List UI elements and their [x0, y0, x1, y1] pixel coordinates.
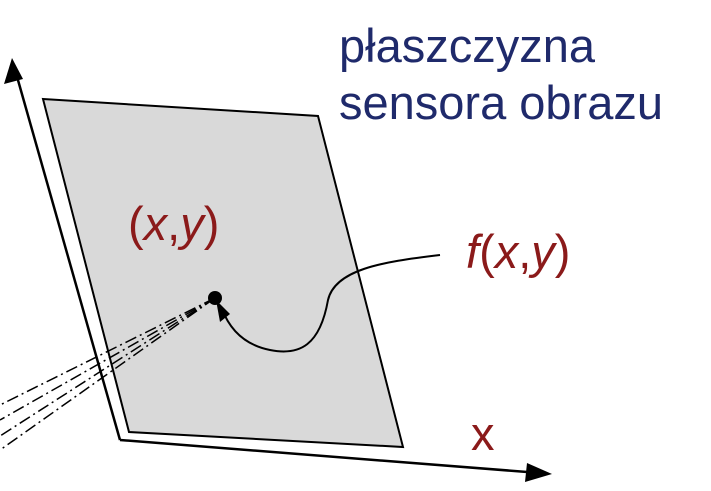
point-close-paren: ) [203, 197, 220, 250]
point-y: y [180, 197, 204, 250]
function-comma: , [518, 225, 532, 278]
point-coordinates-label: (x,y) [128, 200, 219, 247]
function-close-paren: ) [554, 225, 571, 278]
function-x: x [494, 225, 519, 278]
point-open-paren: ( [128, 197, 144, 250]
sensor-plane-title-line-2: sensora obrazu [339, 76, 663, 129]
horizontal-axis [119, 438, 541, 475]
sensor-plane-title-line-1: płaszczyzna [339, 19, 595, 72]
intensity-function-label: f(x,y) [466, 228, 570, 275]
function-open-paren: ( [479, 225, 495, 278]
point-x: x [143, 197, 168, 250]
function-pointer-curve [221, 254, 441, 353]
horizontal-axis-arrowhead [525, 463, 552, 482]
x-axis-label: x [471, 407, 495, 460]
function-f: f [466, 225, 480, 278]
point-comma: , [167, 197, 181, 250]
vertical-axis-arrowhead [4, 58, 23, 84]
image-sensor-plane [41, 97, 405, 449]
image-point [208, 291, 222, 305]
function-y: y [531, 225, 555, 278]
projection-rays [0, 297, 216, 451]
function-pointer-arrowhead [216, 300, 230, 322]
